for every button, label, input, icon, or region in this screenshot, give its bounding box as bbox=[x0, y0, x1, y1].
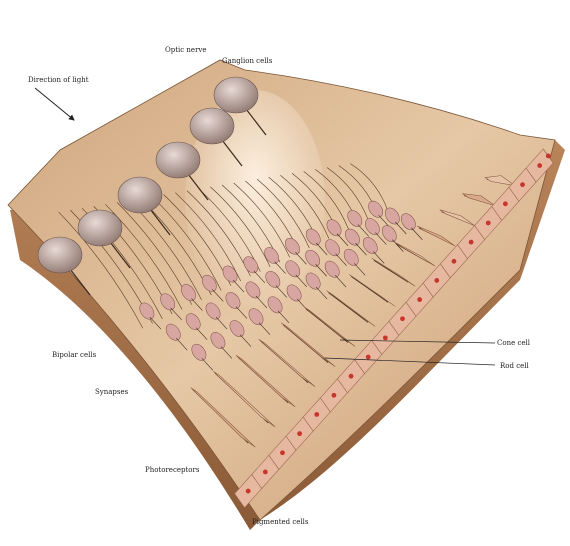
pigmented-cell-nucleus bbox=[349, 374, 354, 379]
pigmented-cell-nucleus bbox=[332, 393, 337, 398]
pigmented-cells-label: Pigmented cells bbox=[252, 518, 309, 526]
optic-nerve-label: Optic nerve bbox=[165, 46, 207, 54]
pigmented-cell-nucleus bbox=[246, 489, 251, 494]
light-direction-arrow bbox=[35, 88, 74, 120]
ganglion-cell bbox=[78, 210, 122, 246]
pigmented-cell-nucleus bbox=[546, 154, 551, 159]
pigmented-cell-nucleus bbox=[280, 450, 285, 455]
pigmented-cell-nucleus bbox=[537, 163, 542, 168]
pigmented-cell-nucleus bbox=[452, 259, 457, 264]
pigmented-cell-nucleus bbox=[486, 221, 491, 226]
ganglion-cells-label: Ganglion cells bbox=[222, 57, 273, 65]
pigmented-cell-nucleus bbox=[503, 201, 508, 206]
cone-cell-label: Cone cell bbox=[497, 339, 531, 347]
pigmented-cell-nucleus bbox=[469, 240, 474, 245]
pigmented-cell-nucleus bbox=[417, 297, 422, 302]
ganglion-cell bbox=[38, 237, 82, 273]
direction-of-light-label: Direction of light bbox=[28, 76, 89, 84]
pigmented-cell-nucleus bbox=[520, 182, 525, 187]
pigmented-cell-nucleus bbox=[434, 278, 439, 283]
photoreceptors-label: Photoreceptors bbox=[145, 466, 200, 474]
pigmented-cell-nucleus bbox=[263, 470, 268, 475]
pigmented-cell-nucleus bbox=[383, 335, 388, 340]
pigmented-cell-nucleus bbox=[400, 316, 405, 321]
pigmented-cell-nucleus bbox=[297, 431, 302, 436]
rod-cell-label: Rod cell bbox=[500, 362, 529, 370]
ganglion-cell bbox=[190, 108, 234, 144]
ganglion-cell bbox=[118, 177, 162, 213]
pigmented-cell-nucleus bbox=[366, 355, 371, 360]
bipolar-cells-label: Bipolar cells bbox=[52, 351, 97, 359]
ganglion-cell bbox=[156, 142, 200, 178]
synapses-label: Synapses bbox=[95, 388, 129, 396]
pigmented-cell-nucleus bbox=[314, 412, 319, 417]
ganglion-cell bbox=[214, 77, 258, 113]
